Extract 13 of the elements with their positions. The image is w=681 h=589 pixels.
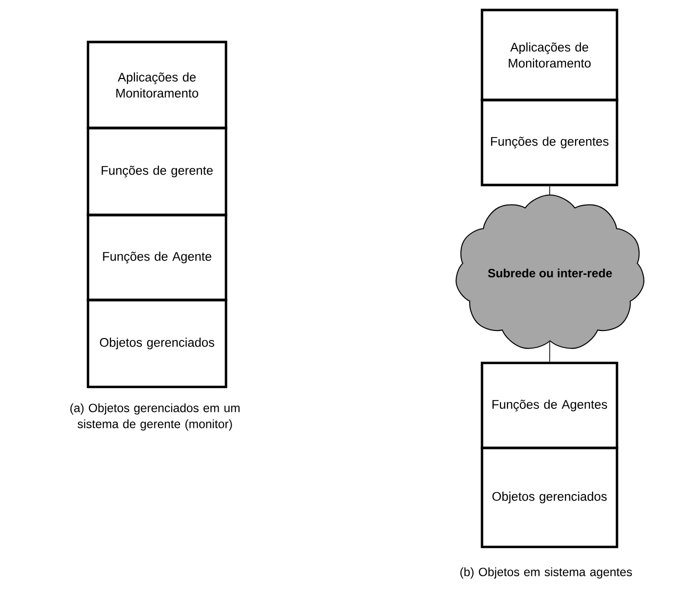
connector-line: [549, 186, 550, 195]
figure-caption: (b) Objetos em sistema agentes: [460, 567, 632, 579]
layer-box: Funções de gerentes: [480, 98, 618, 186]
layer-box: Objetos gerenciados: [86, 298, 228, 388]
connector-line: [549, 341, 550, 362]
layer-box: Funções de Agente: [86, 214, 228, 302]
layer-box: Aplicações de Monitoramento: [480, 8, 618, 102]
layer-box: Aplicações de Monitoramento: [86, 40, 228, 130]
layer-box: Funções de Agentes: [480, 362, 618, 450]
layer-box: Funções de gerente: [86, 126, 228, 216]
figure-caption: (a) Objetos gerenciados em um sistema de gerente (monitor): [70, 403, 240, 431]
layer-box: Objetos gerenciados: [480, 446, 618, 548]
network-cloud: Subrede ou inter-rede: [456, 194, 644, 349]
